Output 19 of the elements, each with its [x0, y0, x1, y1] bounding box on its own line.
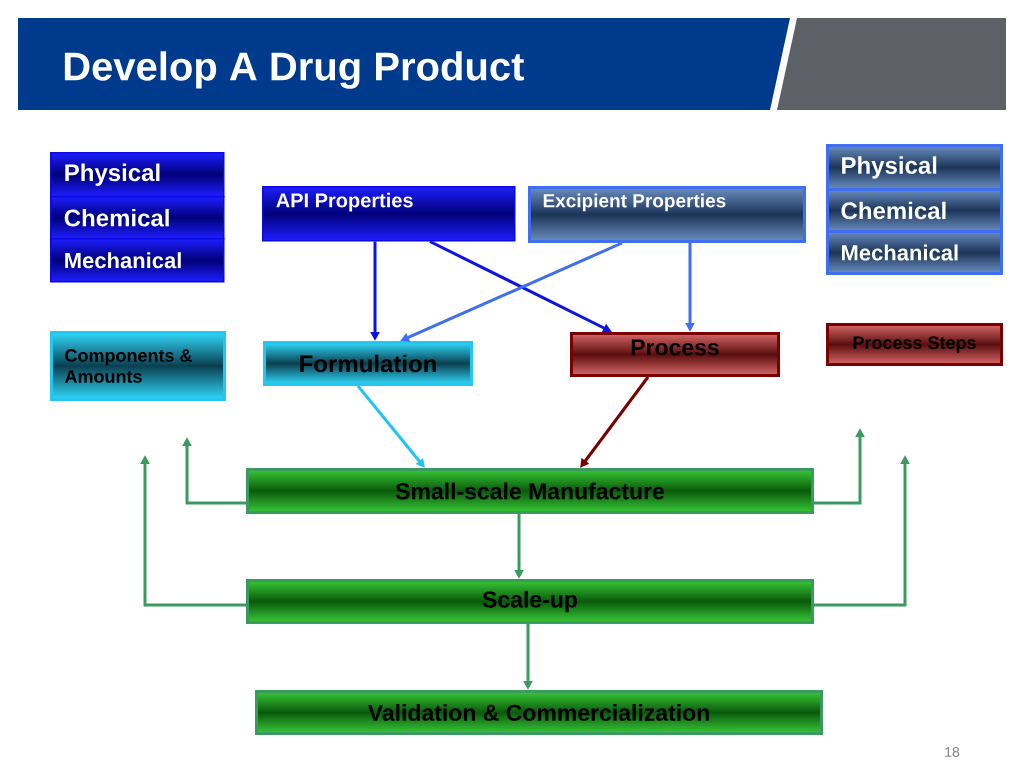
property-row: Physical — [50, 152, 225, 198]
page-number: 18 — [945, 747, 960, 757]
process-box: Process Steps — [826, 323, 1003, 366]
arrow — [580, 376, 650, 468]
property-box: Excipient Properties — [528, 186, 806, 243]
stage-box: Small-scale Manufacture — [246, 468, 814, 514]
arrow — [356, 385, 425, 468]
property-row: Chemical — [826, 188, 1003, 233]
stage-box: Validation & Commercialization — [255, 690, 823, 735]
property-box: API Properties — [262, 186, 516, 242]
process-box: Formulation — [263, 341, 473, 386]
stage-box: Scale-up — [246, 579, 814, 624]
property-row: Physical — [826, 144, 1003, 191]
process-box: Process — [570, 332, 780, 377]
property-row: Chemical — [50, 196, 225, 240]
property-row: Mechanical — [826, 230, 1003, 275]
property-row: Mechanical — [50, 238, 225, 283]
process-box: Components & Amounts — [50, 331, 226, 401]
title: Develop A Drug Product — [64, 51, 524, 89]
